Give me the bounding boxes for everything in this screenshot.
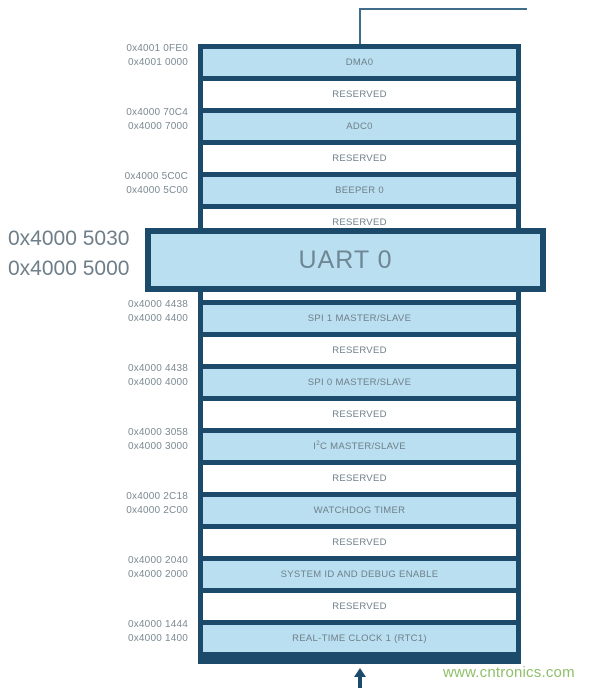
memory-row-reserved[interactable]: RESERVED [203,529,516,556]
address-label-pair: 0x4000 3058 0x4000 3000 [128,426,188,454]
memory-row-label: RESERVED [332,601,387,612]
uart-callout-addresses: 0x4000 5030 0x4000 5000 [8,224,140,284]
memory-row-watchdog-timer[interactable]: WATCHDOG TIMER [203,497,516,524]
address-low: 0x4000 2C00 [126,505,188,516]
address-label-pair: 0x4000 2C18 0x4000 2C00 [126,490,188,518]
uart0-callout-box[interactable]: UART 0 [145,228,546,292]
memory-row-label: WATCHDOG TIMER [313,505,406,516]
memory-row-label: RESERVED [332,345,387,356]
memory-row-label: SYSTEM ID AND DEBUG ENABLE [280,569,439,580]
address-label-pair: 0x4000 5C0C 0x4000 5C00 [125,170,188,198]
address-high: 0x4000 2C18 [126,491,188,502]
address-low: 0x4001 0000 [127,57,188,68]
address-high: 0x4000 4438 [127,299,188,310]
memory-row-reserved[interactable]: RESERVED [203,337,516,364]
address-low: 0x4000 3000 [127,441,188,452]
address-high: 0x4001 0FE0 [126,43,188,54]
memory-row-label: SPI 1 MASTER/SLAVE [307,313,412,324]
memory-row-spi-1-master-slave[interactable]: SPI 1 MASTER/SLAVE [203,305,516,332]
memory-row-system-id-and-debug-enable[interactable]: SYSTEM ID AND DEBUG ENABLE [203,561,516,588]
memory-row-label: BEEPER 0 [335,185,384,196]
uart-callout-addr-high: 0x4000 5030 [8,227,130,250]
memory-row-label: RESERVED [332,409,387,420]
address-high: 0x4000 70C4 [126,107,188,118]
memory-row-adc0[interactable]: ADC0 [203,113,516,140]
memory-row-reserved[interactable]: RESERVED [203,81,516,108]
address-low: 0x4000 7000 [127,121,188,132]
memory-row-reserved[interactable]: RESERVED [203,593,516,620]
address-high: 0x4000 4438 [127,363,188,374]
address-high: 0x4000 2040 [127,555,188,566]
memory-row-label: I2C MASTER/SLAVE [313,439,406,452]
memory-row-label: SPI 0 MASTER/SLAVE [307,377,412,388]
uart-callout-addr-low: 0x4000 5000 [8,257,130,280]
top-connector-vertical-line [359,8,361,46]
address-high: 0x4000 3058 [127,427,188,438]
memory-row-dma0[interactable]: DMA0 [203,49,516,76]
memory-row-reserved[interactable]: RESERVED [203,145,516,172]
memory-row-spi-0-master-slave[interactable]: SPI 0 MASTER/SLAVE [203,369,516,396]
address-label-pair: 0x4000 1444 0x4000 1400 [128,618,188,646]
address-label-pair: 0x4001 0FE0 0x4001 0000 [126,42,188,70]
address-low: 0x4000 5C00 [126,185,188,196]
address-low: 0x4000 4400 [127,313,188,324]
memory-row-label: RESERVED [332,89,387,100]
address-low: 0x4000 4000 [127,377,188,388]
address-low: 0x4000 2000 [127,569,188,580]
memory-row-label: RESERVED [332,473,387,484]
address-low: 0x4000 1400 [127,633,188,644]
watermark: www.cntronics.com [443,664,575,681]
memory-row-label: RESERVED [332,217,387,228]
memory-row-label: RESERVED [332,153,387,164]
address-label-pair: 0x4000 70C4 0x4000 7000 [126,106,188,134]
address-high: 0x4000 1444 [127,619,188,630]
address-high: 0x4000 5C0C [124,171,188,182]
address-label-pair: 0x4000 2040 0x4000 2000 [128,554,188,582]
memory-row-label: RESERVED [332,537,387,548]
memory-row-real-time-clock-1-rtc1[interactable]: REAL-TIME CLOCK 1 (RTC1) [203,625,516,652]
memory-row-reserved[interactable]: RESERVED [203,465,516,492]
top-connector-horizontal-line [359,8,527,10]
bottom-arrow-icon [354,668,366,688]
uart0-callout-fill: UART 0 [151,234,540,286]
memory-row-label: REAL-TIME CLOCK 1 (RTC1) [292,633,427,644]
address-label-pair: 0x4000 4438 0x4000 4400 [128,298,188,326]
memory-row-beeper-0[interactable]: BEEPER 0 [203,177,516,204]
address-label-pair: 0x4000 4438 0x4000 4000 [128,362,188,390]
uart0-callout-label: UART 0 [298,245,393,274]
memory-row-label: ADC0 [346,121,373,132]
memory-row-reserved[interactable]: RESERVED [203,401,516,428]
memory-row-label: DMA0 [345,57,374,68]
memory-row-i-c-master-slave[interactable]: I2C MASTER/SLAVE [203,433,516,460]
